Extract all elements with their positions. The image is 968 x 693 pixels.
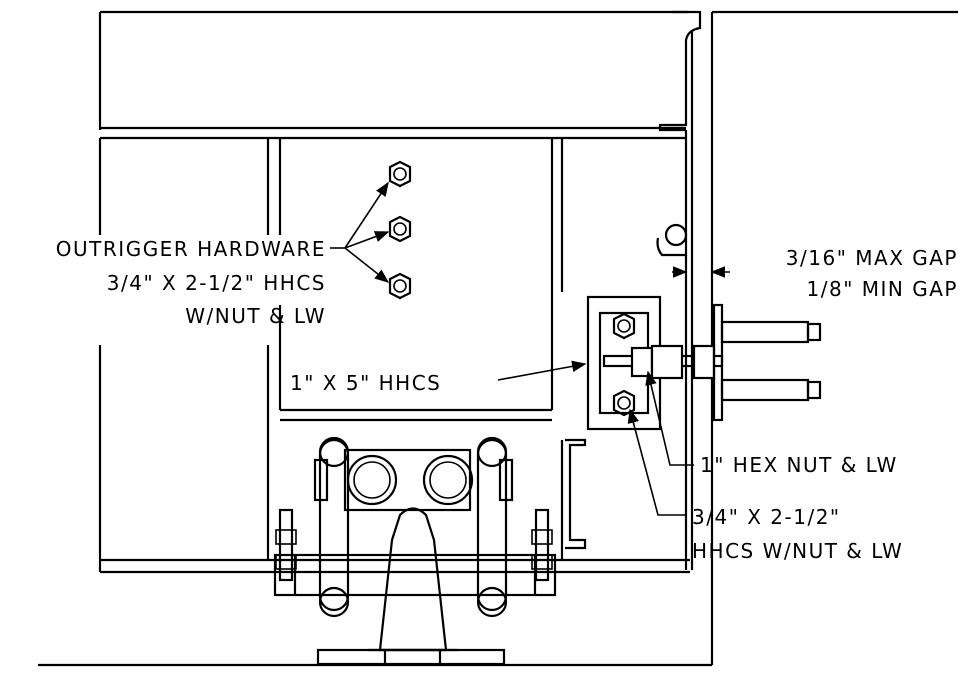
outrigger-label-line1: OUTRIGGER HARDWARE xyxy=(56,237,326,261)
side-bolt-left xyxy=(275,508,297,582)
max-gap-label: 3/16" MAX GAP xyxy=(786,246,958,270)
outrigger-bolts xyxy=(388,160,412,300)
horizontal-beam xyxy=(98,126,690,574)
outrigger-label-line3: W/NUT & LW xyxy=(185,304,326,328)
gap-dimension xyxy=(672,260,730,422)
wheel-bore-right xyxy=(422,454,474,506)
column-outline xyxy=(98,10,958,667)
hex-nut-label: 1" HEX NUT & LW xyxy=(700,453,898,477)
stiffener-plates xyxy=(266,138,564,560)
wheel-bore-left xyxy=(346,454,398,506)
hex-nut-icon xyxy=(388,215,412,243)
min-gap-label: 1/8" MIN GAP xyxy=(807,277,958,301)
leader-lines xyxy=(330,181,694,516)
hhcs-34-label-line1: 3/4" X 2-1/2" xyxy=(692,505,841,529)
vertical-channel xyxy=(656,10,702,570)
hex-bolt-icon xyxy=(612,389,636,417)
outside-pins xyxy=(720,320,822,402)
callout-outrigger-hardware: OUTRIGGER HARDWARE 3/4" X 2-1/2" HHCS W/… xyxy=(56,237,326,328)
hex-nut-icon xyxy=(388,272,412,300)
hex-nut-icon xyxy=(388,160,412,188)
trolley-assembly xyxy=(273,436,557,666)
channel-roller xyxy=(664,223,688,247)
hhcs-34-label-line2: HHCS W/NUT & LW xyxy=(692,539,903,563)
hhcs-1x5-label: 1" X 5" HHCS xyxy=(290,371,441,395)
side-bolt-right xyxy=(531,508,553,582)
angle-bracket xyxy=(565,438,587,550)
bracket-plate xyxy=(586,295,724,431)
hex-bolt-icon xyxy=(612,312,636,340)
outrigger-label-line2: 3/4" X 2-1/2" HHCS xyxy=(107,271,326,295)
